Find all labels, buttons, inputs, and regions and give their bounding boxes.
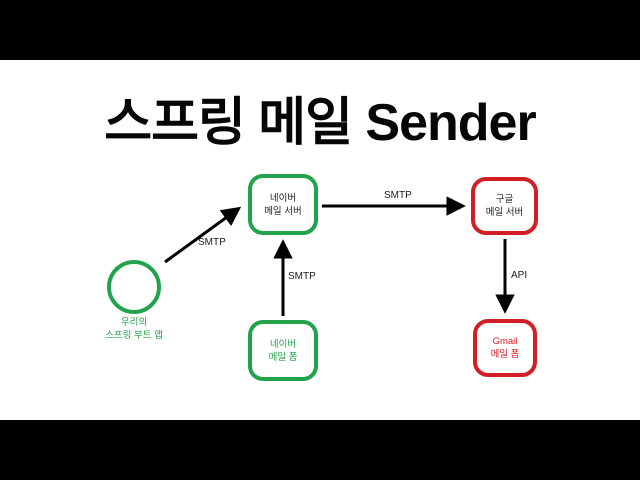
edge-label-api-google-to-gmail: API xyxy=(511,270,528,281)
node-google-mail-server-line2: 메일 서버 xyxy=(485,207,524,218)
edge-label-smtp-naver-to-google: SMTP xyxy=(384,190,412,201)
node-google-mail-server: 구글 메일 서버 xyxy=(471,177,538,235)
node-naver-mail-form: 네이버 메일 폼 xyxy=(248,320,318,381)
letterbox-top xyxy=(0,0,640,60)
node-gmail-mail-form-line1: Gmail xyxy=(492,336,518,347)
node-naver-mail-server: 네이버 메일 서버 xyxy=(248,174,318,235)
node-naver-mail-form-line2: 메일 폼 xyxy=(268,351,298,363)
node-spring-boot-app-label: 우리의 스프링 부트 앱 xyxy=(74,316,194,342)
node-naver-mail-form-line1: 네이버 xyxy=(269,338,297,350)
node-naver-mail-server-line2: 메일 서버 xyxy=(264,205,302,217)
node-google-mail-server-line1: 구글 xyxy=(495,194,514,205)
edge-label-smtp-form-to-naver: SMTP xyxy=(288,271,316,282)
node-spring-boot-app-label-line2: 스프링 부트 앱 xyxy=(105,330,163,341)
node-gmail-mail-form-line2: 메일 폼 xyxy=(490,349,520,360)
page-title: 스프링 메일 Sender xyxy=(104,94,536,152)
node-spring-boot-app-circle xyxy=(107,260,161,314)
letterbox-bottom xyxy=(0,420,640,480)
node-spring-boot-app-label-line1: 우리의 xyxy=(120,317,148,328)
node-gmail-mail-form: Gmail 메일 폼 xyxy=(473,319,537,377)
edge-label-smtp-app-to-naver: SMTP xyxy=(198,237,226,248)
node-naver-mail-server-line1: 네이버 xyxy=(269,192,297,204)
